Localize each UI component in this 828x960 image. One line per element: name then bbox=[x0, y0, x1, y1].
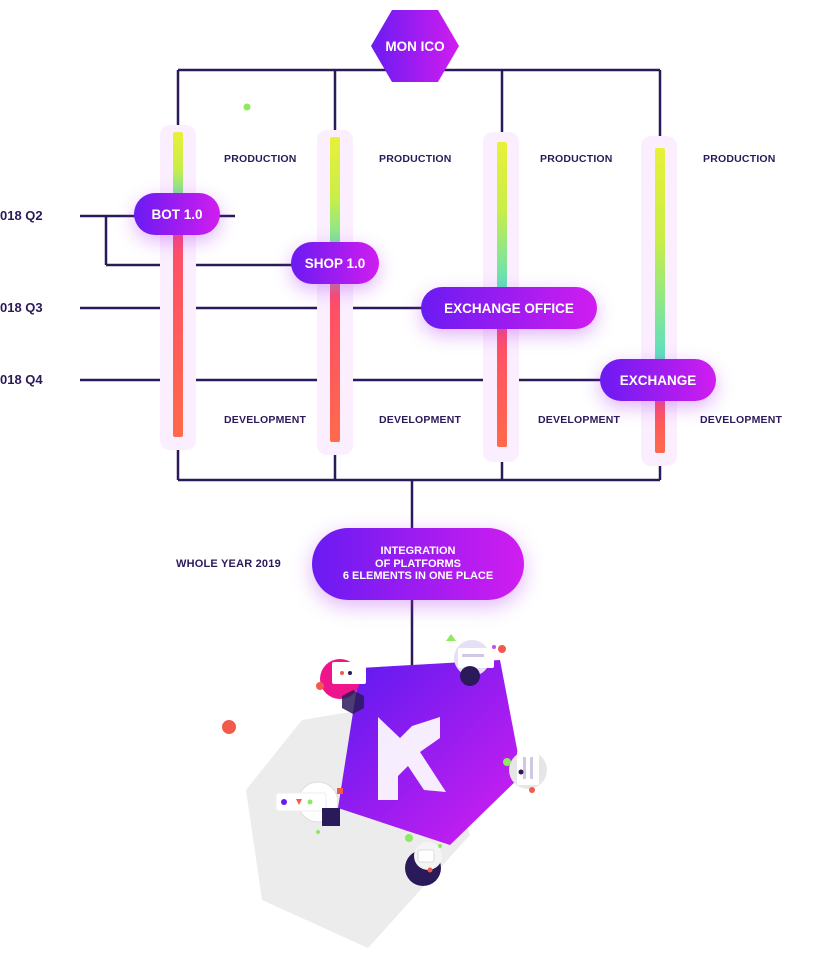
milestone-bot: BOT 1.0 bbox=[134, 193, 220, 235]
production-label-4: PRODUCTION bbox=[703, 153, 776, 165]
quarter-label-q2: 018 Q2 bbox=[0, 208, 43, 223]
development-label-3: DEVELOPMENT bbox=[538, 414, 621, 426]
column-bar-4 bbox=[655, 148, 665, 453]
decor-dot bbox=[243, 103, 251, 111]
milestone-exchange-office: EXCHANGE OFFICE bbox=[421, 287, 597, 329]
mon-ico-label: MON ICO bbox=[385, 38, 445, 54]
column-bar-1 bbox=[173, 132, 183, 437]
integration-line-3: 6 ELEMENTS IN ONE PLACE bbox=[342, 570, 494, 583]
integration-node: INTEGRATION OF PLATFORMS 6 ELEMENTS IN O… bbox=[312, 528, 524, 600]
development-label-1: DEVELOPMENT bbox=[224, 414, 307, 426]
mon-ico-hexagon bbox=[371, 10, 459, 82]
development-label-4: DEVELOPMENT bbox=[700, 414, 783, 426]
quarter-label-q4: 018 Q4 bbox=[0, 372, 43, 387]
production-label-2: PRODUCTION bbox=[379, 153, 452, 165]
whole-year-label: WHOLE YEAR 2019 bbox=[176, 558, 281, 570]
milestone-shop: SHOP 1.0 bbox=[291, 242, 379, 284]
column-bar-2 bbox=[330, 137, 340, 442]
integration-line-2: OF PLATFORMS bbox=[375, 557, 461, 570]
development-label-2: DEVELOPMENT bbox=[379, 414, 462, 426]
production-label-1: PRODUCTION bbox=[224, 153, 297, 165]
logo-icon bbox=[378, 717, 446, 800]
integration-line-1: INTEGRATION bbox=[380, 545, 456, 558]
production-label-3: PRODUCTION bbox=[540, 153, 613, 165]
platform-illustration bbox=[246, 634, 547, 948]
decor-dot bbox=[222, 720, 236, 734]
quarter-label-q3: 018 Q3 bbox=[0, 300, 43, 315]
mon-ico-node: MON ICO bbox=[371, 8, 459, 84]
milestone-exchange: EXCHANGE bbox=[600, 359, 716, 401]
tree-lines bbox=[80, 68, 662, 665]
